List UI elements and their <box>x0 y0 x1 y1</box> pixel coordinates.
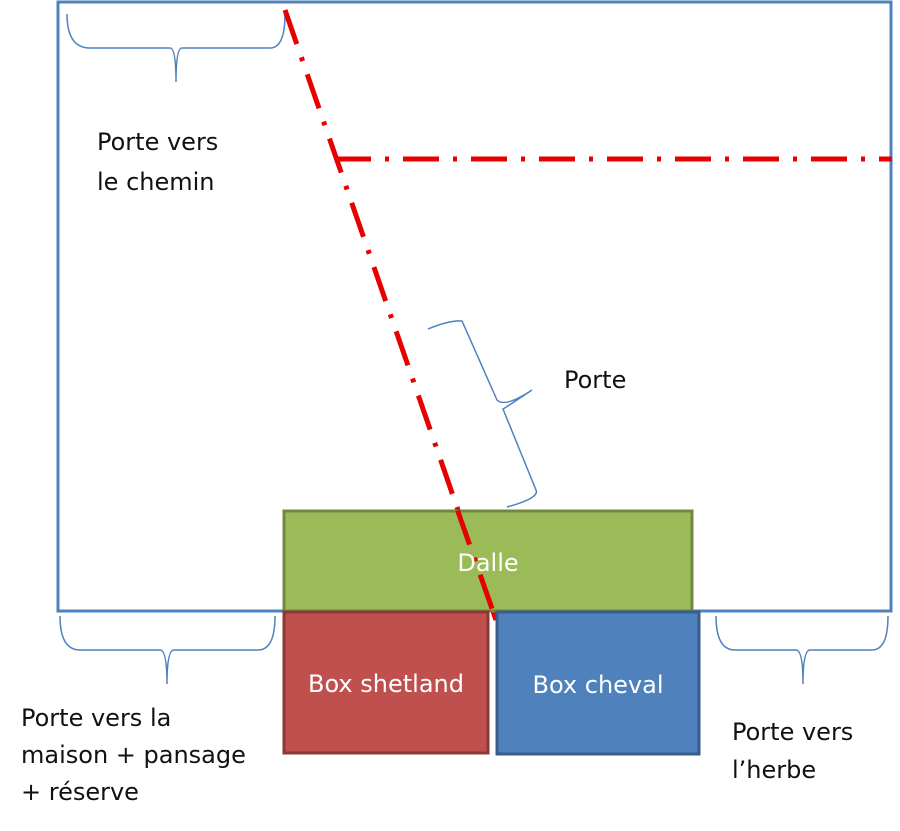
brace-bottom-left-door <box>59 615 276 685</box>
label-top-left-door-line1: Porte vers <box>97 128 218 156</box>
box-shetland <box>282 610 490 755</box>
fence-line-over-dalle <box>452 502 499 621</box>
label-bottom-right-door-line2: l’herbe <box>732 756 816 784</box>
brace-bottom-right-door <box>715 615 889 685</box>
label-bottom-left-door-line2: maison + pansage <box>21 741 246 769</box>
brace-door <box>427 320 538 508</box>
label-box-cheval: Box cheval <box>533 671 664 699</box>
label-top-left-door-line2: le chemin <box>97 168 215 196</box>
brace-top-left-door <box>66 13 286 83</box>
label-door: Porte <box>564 366 626 394</box>
fence-line-diagonal <box>282 9 499 621</box>
label-dalle: Dalle <box>457 549 518 577</box>
label-box-shetland: Box shetland <box>308 670 464 698</box>
label-bottom-right-door-line1: Porte vers <box>732 718 853 746</box>
label-bottom-left-door-line3: + réserve <box>21 778 139 806</box>
box-cheval <box>495 610 701 756</box>
label-bottom-left-door-line1: Porte vers la <box>21 704 171 732</box>
